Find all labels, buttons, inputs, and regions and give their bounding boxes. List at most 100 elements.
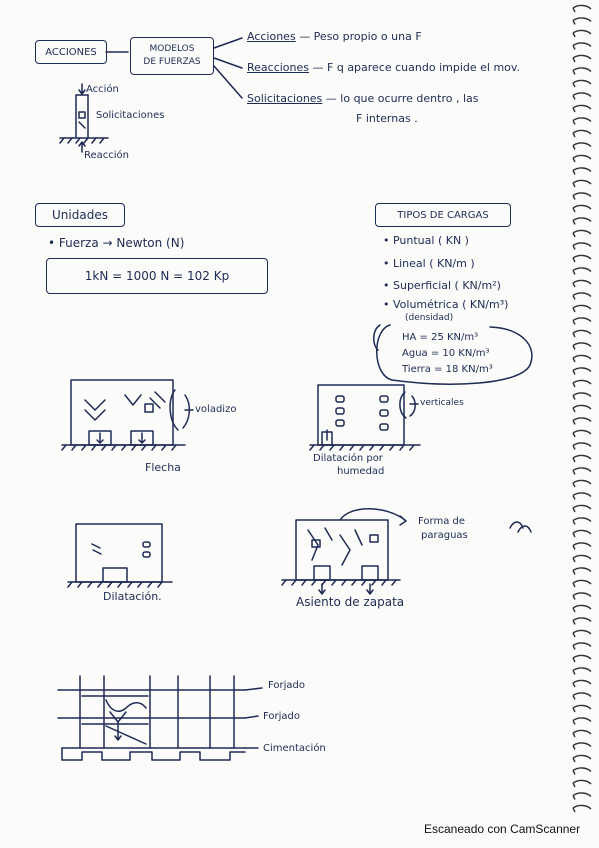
branch-line-reacciones: [213, 57, 243, 69]
density-agua: Agua = 10 KN/m³: [402, 348, 490, 359]
notebook-spiral-binding: [572, 4, 592, 813]
spiral-ring: [572, 154, 592, 163]
spiral-ring: [572, 479, 592, 488]
spiral-ring: [572, 304, 592, 313]
asiento-sketch: [281, 508, 532, 595]
frame-label-forjado-1: Forjado: [268, 680, 305, 691]
modelos-fuerzas-line1: MODELOS: [149, 44, 195, 54]
density-tierra: Tierra = 18 KN/m³: [402, 364, 493, 375]
spiral-ring: [572, 417, 592, 425]
spiral-ring: [572, 329, 592, 338]
spiral-ring: [572, 242, 592, 250]
spiral-ring: [572, 342, 592, 350]
spiral-ring: [572, 92, 592, 100]
spiral-ring: [572, 279, 592, 288]
spiral-ring: [572, 429, 592, 438]
humedad-caption-2: humedad: [337, 466, 385, 477]
density-bracket: [376, 324, 533, 385]
branch-reacciones-text: — F q aparece cuando impide el mov.: [312, 61, 521, 74]
spiral-ring: [572, 142, 592, 150]
spiral-ring: [572, 254, 592, 263]
asiento-caption: Asiento de zapata: [296, 595, 405, 609]
branch-solicitaciones-cont: F internas .: [356, 112, 418, 125]
frame-label-forjado-2: Forjado: [263, 711, 300, 722]
branch-reacciones: Reacciones — F q aparece cuando impide e…: [247, 61, 520, 74]
dilatacion-sketch: [67, 523, 173, 588]
spiral-ring: [572, 717, 592, 725]
spiral-ring: [572, 592, 592, 600]
load-item-lineal: • Lineal ( KN/m ): [383, 257, 475, 270]
spiral-ring: [572, 579, 592, 588]
branch-solicitaciones: Solicitaciones — lo que ocurre dentro , …: [247, 92, 478, 105]
load-item-volumetrica: • Volumétrica ( KN/m³): [383, 298, 509, 311]
unit-equation-box: 1kN = 1000 N = 102 Kp: [46, 258, 268, 294]
spiral-ring: [572, 504, 592, 513]
spiral-ring: [572, 229, 592, 238]
flecha-caption: Flecha: [145, 461, 181, 474]
fuerza-line: • Fuerza → Newton (N): [48, 236, 185, 250]
spiral-ring: [572, 517, 592, 525]
spiral-ring: [572, 354, 592, 363]
spiral-ring: [572, 804, 592, 813]
spiral-ring: [572, 29, 592, 38]
branch-acciones: Acciones — Peso propio o una F: [247, 30, 422, 43]
spiral-ring: [572, 642, 592, 650]
spiral-ring: [572, 442, 592, 450]
spiral-ring: [572, 404, 592, 413]
spiral-ring: [572, 754, 592, 763]
spiral-ring: [572, 292, 592, 300]
humedad-sketch: [309, 384, 421, 451]
spiral-ring: [572, 367, 592, 375]
spiral-ring: [572, 192, 592, 200]
spiral-ring: [572, 779, 592, 788]
density-ha: HA = 25 KN/m³: [402, 332, 479, 343]
spiral-ring: [572, 54, 592, 63]
flecha-sketch: [61, 379, 194, 451]
branch-acciones-text: — Peso propio o una F: [299, 30, 422, 43]
spiral-ring: [572, 542, 592, 550]
branch-solicitaciones-text: — lo que ocurre dentro , las: [325, 92, 479, 105]
spiral-ring: [572, 467, 592, 475]
spiral-ring: [572, 379, 592, 388]
spiral-ring: [572, 629, 592, 638]
spiral-ring: [572, 604, 592, 613]
spiral-ring: [572, 104, 592, 113]
sketch-reaccion-label: Reacción: [84, 150, 130, 161]
spiral-ring: [572, 529, 592, 538]
unit-equation: 1kN = 1000 N = 102 Kp: [84, 269, 230, 283]
density-note: (densidad): [405, 313, 454, 323]
spiral-ring: [572, 129, 592, 138]
sketch-accion-label: Acción: [86, 84, 119, 95]
spiral-ring: [572, 267, 592, 275]
unidades-title-box: Unidades: [35, 203, 125, 227]
tipos-cargas-title: TIPOS DE CARGAS: [397, 209, 489, 221]
spiral-ring: [572, 679, 592, 688]
humedad-note: verticales: [420, 398, 464, 408]
spiral-ring: [572, 392, 592, 400]
spiral-ring: [572, 792, 592, 800]
dilatacion-caption: Dilatación.: [103, 590, 162, 603]
acciones-box-label: ACCIONES: [45, 46, 97, 58]
flecha-note: voladizo: [195, 404, 237, 415]
asiento-note-2: paraguas: [421, 530, 468, 541]
spiral-ring: [572, 767, 592, 775]
frame-label-cimentacion: Cimentación: [263, 743, 326, 754]
spiral-ring: [572, 554, 592, 563]
modelos-fuerzas-box: MODELOS DE FUERZAS: [130, 37, 214, 75]
camscanner-footer: Escaneado con CamScanner: [424, 822, 581, 836]
spiral-ring: [572, 179, 592, 188]
spiral-ring: [572, 42, 592, 50]
spiral-ring: [572, 117, 592, 125]
branch-solicitaciones-label: Solicitaciones: [247, 92, 323, 105]
spiral-ring: [572, 67, 592, 75]
unidades-title: Unidades: [52, 208, 108, 222]
spiral-ring: [572, 17, 592, 25]
tipos-cargas-title-box: TIPOS DE CARGAS: [375, 203, 511, 227]
sketch-solicitaciones-label: Solicitaciones: [96, 110, 165, 121]
branch-acciones-label: Acciones: [247, 30, 296, 43]
branch-line-solicitaciones: [213, 65, 243, 99]
spiral-ring: [572, 704, 592, 713]
spiral-ring: [572, 617, 592, 625]
spiral-ring: [572, 567, 592, 575]
